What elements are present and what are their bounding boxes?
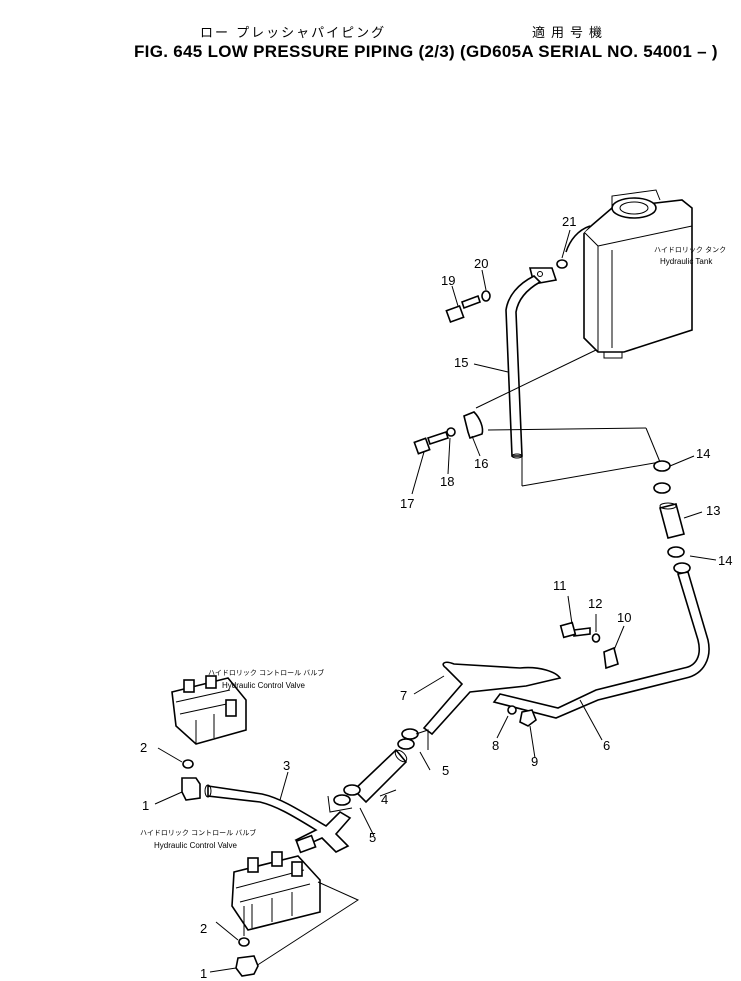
pipe-6: [492, 571, 710, 719]
hose-clamp: [343, 784, 361, 796]
callout-4: 4: [381, 792, 388, 807]
figure-title: FIG. 645 LOW PRESSURE PIPING (2/3) (GD60…: [134, 42, 718, 61]
callout-10: 10: [617, 610, 631, 625]
callout-14: 14: [718, 553, 732, 568]
hydraulic-control-valve: [171, 675, 247, 745]
callout-3: 3: [283, 758, 290, 773]
callout-12: 12: [588, 596, 602, 611]
callout-2: 2: [200, 921, 207, 936]
callout-9: 9: [531, 754, 538, 769]
bolt: [413, 430, 450, 455]
valve-label-jp: ハイドロリック コントロール バルブ: [208, 668, 324, 677]
hose-clamp: [653, 482, 671, 494]
callout-1: 1: [200, 966, 207, 981]
hydraulic-control-valve: [231, 851, 321, 931]
pipe-clamp: [603, 646, 619, 670]
applicability-japanese: 適用号機: [532, 26, 609, 41]
callout-1: 1: [142, 798, 149, 813]
tank-label-en: Hydraulic Tank: [660, 257, 713, 266]
hose-clamp: [333, 794, 351, 806]
hydraulic-tank: [565, 189, 693, 359]
title-japanese: ロー プレッシャパイピング: [200, 26, 387, 41]
callout-13: 13: [706, 503, 720, 518]
valve-label-en: Hydraulic Control Valve: [154, 841, 238, 850]
callout-2: 2: [140, 740, 147, 755]
valve-label-jp: ハイドロリック コントロール バルブ: [140, 828, 256, 837]
hose-clamp: [653, 460, 671, 472]
callout-14: 14: [696, 446, 710, 461]
washer: [481, 290, 491, 302]
hose-clamp: [667, 546, 685, 558]
pipe-3: [207, 785, 352, 853]
elbow-fitting: [181, 777, 201, 801]
o-ring: [182, 759, 194, 769]
elbow-fitting: [235, 955, 259, 977]
callout-7: 7: [400, 688, 407, 703]
bolt: [445, 294, 482, 324]
o-ring: [556, 259, 568, 269]
o-ring: [238, 937, 250, 947]
callout-16: 16: [474, 456, 488, 471]
callout-21: 21: [562, 214, 576, 229]
valve-label-en: Hydraulic Control Valve: [222, 681, 306, 690]
hose: [352, 748, 408, 804]
callout-20: 20: [474, 256, 488, 271]
callout-17: 17: [400, 496, 414, 511]
callout-11: 11: [553, 578, 567, 593]
pipe-clamp: [463, 411, 484, 440]
callout-5: 5: [442, 763, 449, 778]
pipe-fitting: [295, 834, 317, 854]
washer: [507, 705, 517, 715]
hose-clamp: [401, 728, 419, 740]
washer: [591, 633, 601, 643]
pipe-7: [422, 661, 562, 736]
tank-label-jp: ハイドロリック タンク: [654, 245, 726, 254]
hose: [659, 503, 685, 539]
callout-19: 19: [441, 273, 455, 288]
bolt: [559, 621, 591, 639]
callout-15: 15: [454, 355, 468, 370]
callout-5: 5: [369, 830, 376, 845]
callout-6: 6: [603, 738, 610, 753]
nut: [519, 709, 537, 727]
callout-18: 18: [440, 474, 454, 489]
hose-clamp: [397, 738, 415, 750]
callout-8: 8: [492, 738, 499, 753]
washer: [446, 427, 456, 437]
